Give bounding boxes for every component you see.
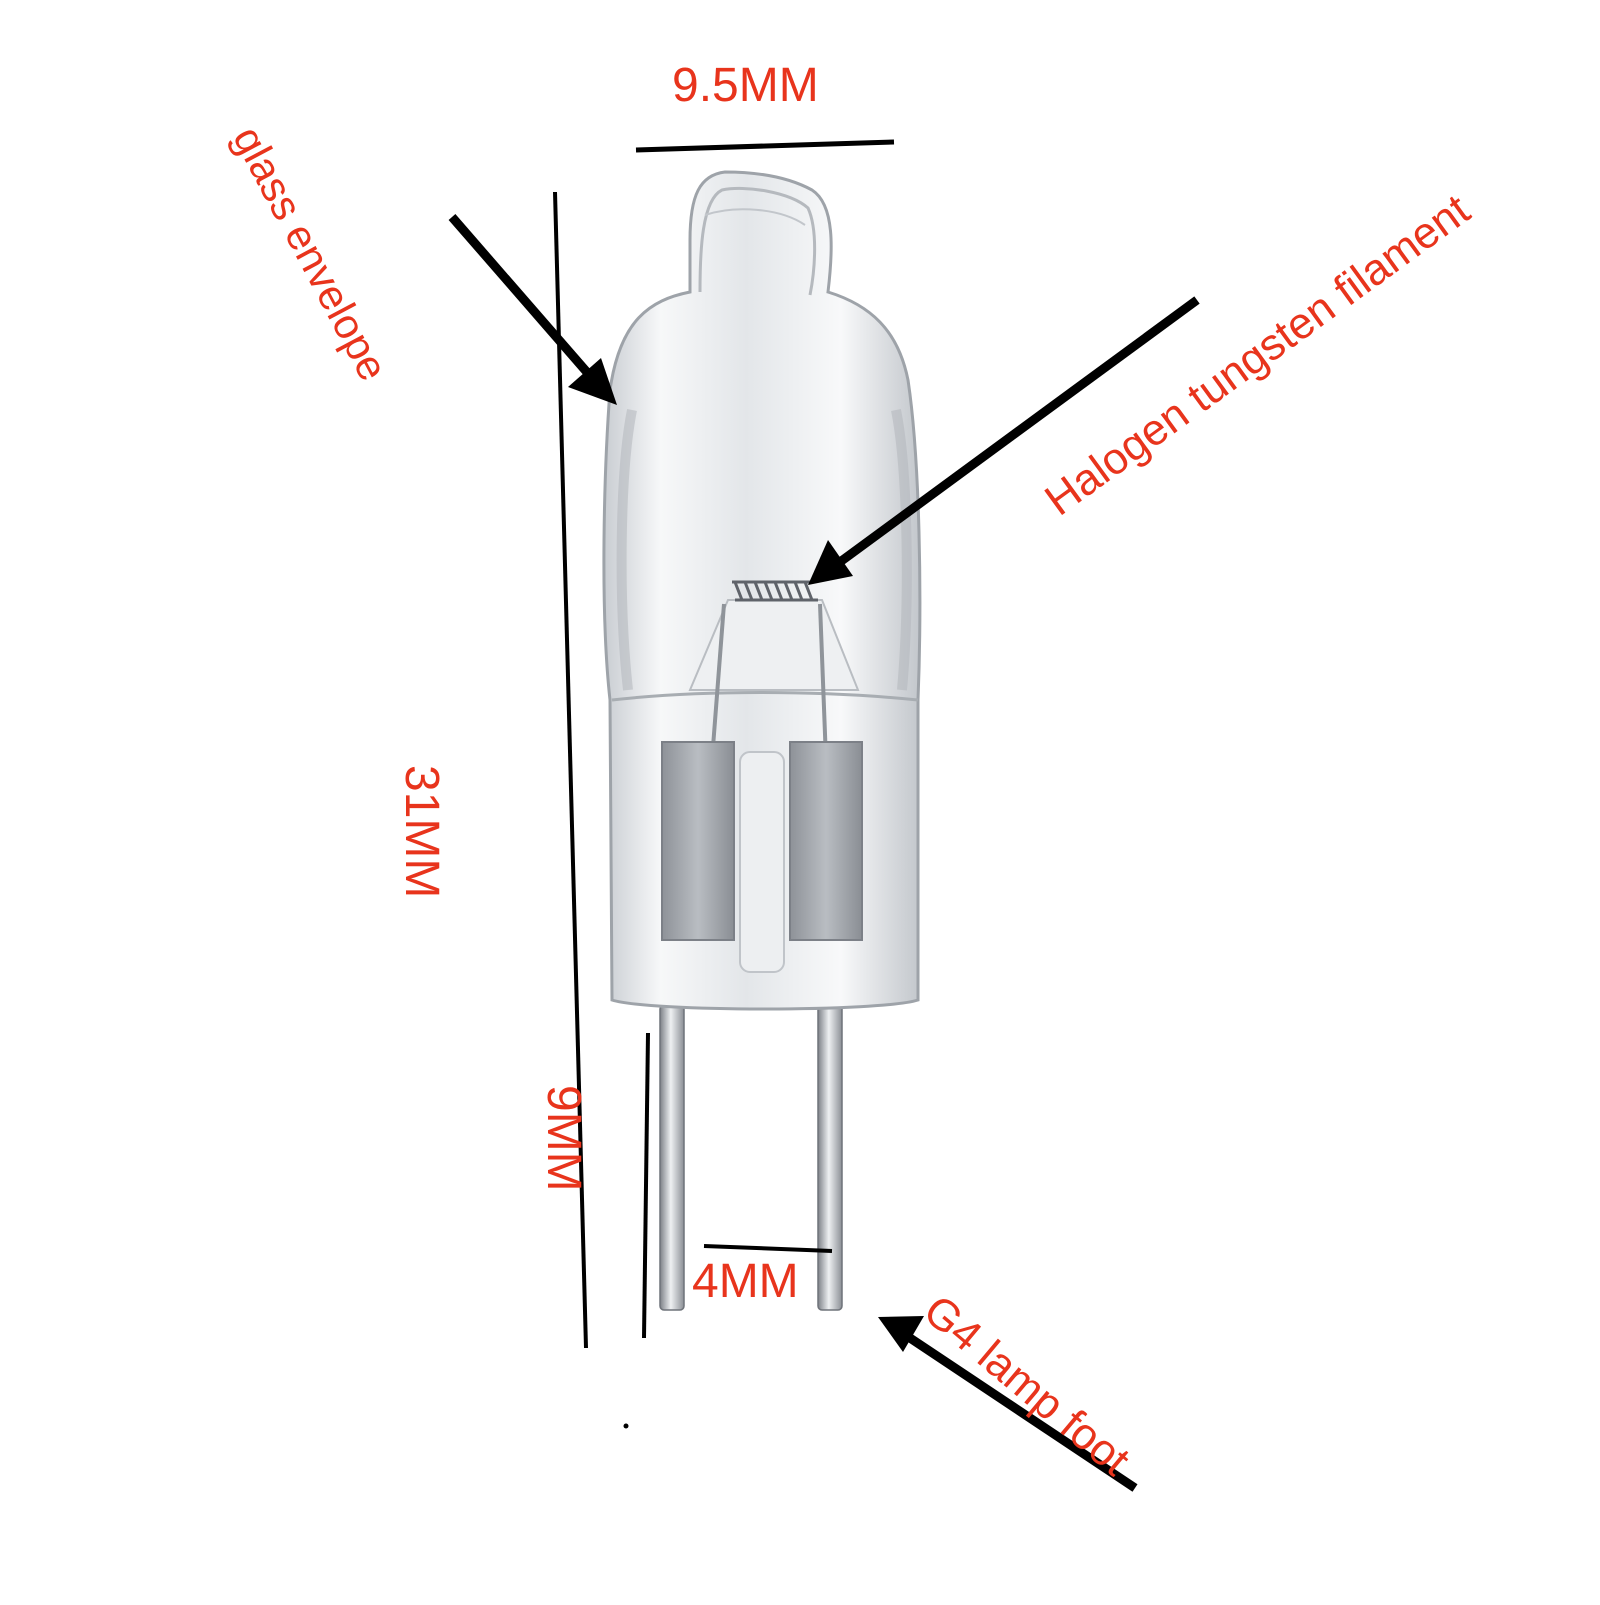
lamp-foot-arrow xyxy=(878,1316,1138,1492)
width-dimension-line xyxy=(635,139,895,153)
glass-shoulder-left xyxy=(616,409,637,691)
right-lead-wire xyxy=(818,603,828,761)
pin-length-dimension-line xyxy=(642,1032,650,1339)
glass-shoulder-right xyxy=(891,409,912,691)
left-lead-wire xyxy=(710,603,726,761)
height-dimension-line xyxy=(553,191,588,1349)
pin-spacing-dimension-line xyxy=(703,1244,833,1253)
height-label: 31MM xyxy=(395,765,448,899)
right-foil xyxy=(789,741,863,941)
left-foil xyxy=(661,741,735,941)
pinch-center-channel xyxy=(739,751,785,973)
filament-support xyxy=(688,599,860,691)
right-pin xyxy=(817,1004,843,1311)
left-pin xyxy=(659,1004,685,1311)
glass-tip xyxy=(698,186,817,296)
pinch-seal-edge xyxy=(611,691,919,702)
stray-dot xyxy=(623,1423,629,1429)
filament-arrow xyxy=(808,296,1200,585)
filament-coil xyxy=(732,580,818,602)
glass-tip-ridge xyxy=(704,208,806,226)
pin-length-label: 9MM xyxy=(537,1085,590,1192)
width-label: 9.5MM xyxy=(672,59,819,112)
glass-envelope-arrow xyxy=(448,214,617,405)
pin-spacing-label: 4MM xyxy=(692,1255,799,1308)
